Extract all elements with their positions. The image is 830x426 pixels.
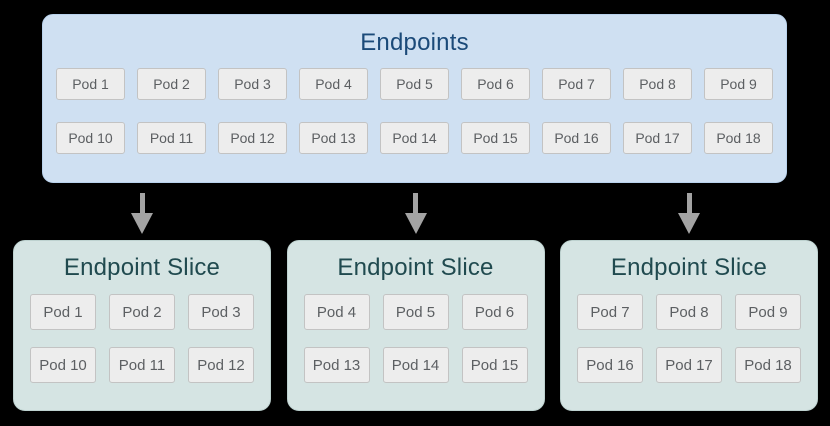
pod-box: Pod 12 <box>188 347 254 383</box>
pod-box: Pod 2 <box>137 68 206 100</box>
endpoint-slice-title: Endpoint Slice <box>63 254 221 281</box>
endpoint-slice-box-1: Endpoint Slice Pod 1 Pod 2 Pod 3 Pod 10 … <box>13 240 271 411</box>
slice-pod-row-2: Pod 16 Pod 17 Pod 18 <box>577 347 801 383</box>
pod-box: Pod 4 <box>299 68 368 100</box>
pod-box: Pod 14 <box>382 347 449 383</box>
slices-row: Endpoint Slice Pod 1 Pod 2 Pod 3 Pod 10 … <box>13 240 818 411</box>
arrow-head <box>678 213 700 234</box>
pod-box: Pod 16 <box>542 122 611 154</box>
pod-box: Pod 11 <box>137 122 206 154</box>
pod-box: Pod 18 <box>704 122 773 154</box>
pod-box: Pod 13 <box>303 347 370 383</box>
endpoints-box: Endpoints Pod 1 Pod 2 Pod 3 Pod 4 Pod 5 … <box>42 14 787 183</box>
pod-box: Pod 8 <box>623 68 692 100</box>
pod-box: Pod 11 <box>109 347 175 383</box>
down-arrow-icon <box>131 193 153 234</box>
endpoints-pod-row-2: Pod 10 Pod 11 Pod 12 Pod 13 Pod 14 Pod 1… <box>56 122 773 154</box>
arrow-column-1 <box>13 183 271 240</box>
slice-pod-row-2: Pod 10 Pod 11 Pod 12 <box>30 347 254 383</box>
endpoints-title: Endpoints <box>360 29 469 56</box>
pod-box: Pod 6 <box>461 294 528 330</box>
pod-box: Pod 12 <box>218 122 287 154</box>
pod-box: Pod 3 <box>188 294 254 330</box>
pod-box: Pod 3 <box>218 68 287 100</box>
pod-box: Pod 2 <box>109 294 175 330</box>
pod-box: Pod 6 <box>461 68 530 100</box>
down-arrow-icon <box>678 193 700 234</box>
arrow-column-2 <box>287 183 545 240</box>
pod-box: Pod 7 <box>577 294 643 330</box>
arrow-head <box>131 213 153 234</box>
arrow-stem <box>413 193 418 213</box>
pod-box: Pod 4 <box>303 294 370 330</box>
arrows-row <box>13 183 818 240</box>
arrow-column-3 <box>560 183 818 240</box>
pod-box: Pod 16 <box>577 347 643 383</box>
arrow-stem <box>686 193 692 213</box>
pod-box: Pod 10 <box>56 122 125 154</box>
pod-box: Pod 9 <box>704 68 773 100</box>
endpoints-pod-row-1: Pod 1 Pod 2 Pod 3 Pod 4 Pod 5 Pod 6 Pod … <box>56 68 773 100</box>
arrow-head <box>404 213 427 234</box>
pod-box: Pod 15 <box>461 122 530 154</box>
down-arrow-icon <box>404 193 427 234</box>
pod-box: Pod 7 <box>542 68 611 100</box>
arrow-stem <box>139 193 145 213</box>
pod-box: Pod 15 <box>461 347 528 383</box>
slice-pod-row-2: Pod 13 Pod 14 Pod 15 <box>303 347 528 383</box>
pod-box: Pod 17 <box>656 347 722 383</box>
endpoint-slice-title: Endpoint Slice <box>337 254 494 281</box>
pod-box: Pod 5 <box>380 68 449 100</box>
pod-box: Pod 18 <box>735 347 801 383</box>
pod-box: Pod 5 <box>382 294 449 330</box>
pod-box: Pod 13 <box>299 122 368 154</box>
endpoint-slice-title: Endpoint Slice <box>610 254 768 281</box>
slice-pod-row-1: Pod 4 Pod 5 Pod 6 <box>303 294 528 330</box>
endpoint-slice-box-3: Endpoint Slice Pod 7 Pod 8 Pod 9 Pod 16 … <box>560 240 818 411</box>
pod-box: Pod 8 <box>656 294 722 330</box>
pod-box: Pod 10 <box>30 347 96 383</box>
pod-box: Pod 1 <box>30 294 96 330</box>
endpoint-slice-box-2: Endpoint Slice Pod 4 Pod 5 Pod 6 Pod 13 … <box>286 240 545 411</box>
pod-box: Pod 1 <box>56 68 125 100</box>
pod-box: Pod 14 <box>380 122 449 154</box>
pod-box: Pod 9 <box>735 294 801 330</box>
pod-box: Pod 17 <box>623 122 692 154</box>
slice-pod-row-1: Pod 7 Pod 8 Pod 9 <box>577 294 801 330</box>
slice-pod-row-1: Pod 1 Pod 2 Pod 3 <box>30 294 254 330</box>
